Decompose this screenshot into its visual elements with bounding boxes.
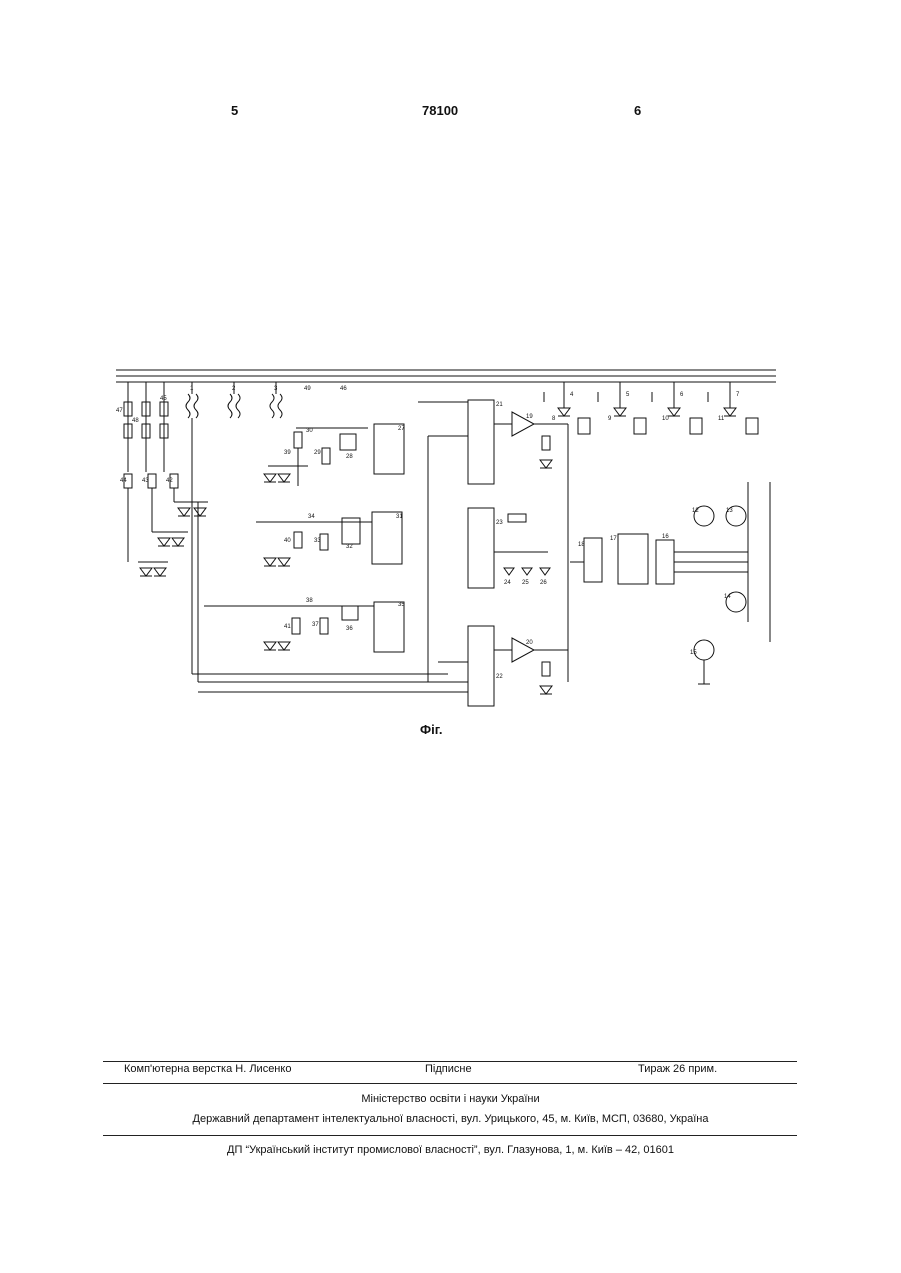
component-label-48: 48: [132, 418, 139, 424]
component-label-16: 16: [662, 534, 669, 540]
component-label-42: 42: [166, 478, 173, 484]
component-label-2: 2: [232, 386, 236, 392]
footer-department: Державний департамент інтелектуальної вл…: [0, 1113, 901, 1125]
comparators: [494, 412, 568, 694]
component-label-15: 15: [690, 650, 697, 656]
footer-publisher: ДП “Український інститут промислової вла…: [0, 1144, 901, 1156]
circuit-diagram: 1234567891011121314151617181920212223242…: [108, 362, 786, 754]
thyristors: [544, 382, 758, 434]
footer-rule-bottom: [103, 1135, 797, 1136]
patent-number: 78100: [422, 103, 458, 118]
component-label-17: 17: [610, 536, 617, 542]
channel-middle: [256, 512, 402, 566]
footer-ministry: Міністерство освіти і науки України: [0, 1093, 901, 1105]
footer-circulation: Тираж 26 прим.: [638, 1063, 717, 1075]
footer-rule-middle: [103, 1083, 797, 1084]
component-label-40: 40: [284, 538, 291, 544]
component-label-10: 10: [662, 416, 669, 422]
switch-matrix: [568, 424, 770, 682]
component-label-20: 20: [526, 640, 533, 646]
component-label-46: 46: [340, 386, 347, 392]
page-number-left: 5: [231, 103, 238, 118]
component-label-8: 8: [552, 416, 556, 422]
component-label-37: 37: [312, 622, 319, 628]
component-label-25: 25: [522, 580, 529, 586]
component-label-29: 29: [314, 450, 321, 456]
component-label-38: 38: [306, 598, 313, 604]
component-label-34: 34: [308, 514, 315, 520]
footer-rule-top: [103, 1061, 797, 1062]
component-label-44: 44: [120, 478, 127, 484]
bus-lines: [116, 370, 776, 382]
component-label-27: 27: [398, 426, 405, 432]
transistors: [694, 506, 746, 684]
component-label-18: 18: [578, 542, 585, 548]
component-label-39: 39: [284, 450, 291, 456]
footer-signed: Підписне: [425, 1063, 472, 1075]
component-label-4: 4: [570, 392, 574, 398]
component-label-12: 12: [692, 508, 699, 514]
component-label-35: 35: [398, 602, 405, 608]
component-label-41: 41: [284, 624, 291, 630]
component-label-33: 33: [314, 538, 321, 544]
component-label-3: 3: [274, 386, 278, 392]
component-label-31: 31: [396, 514, 403, 520]
component-label-23: 23: [496, 520, 503, 526]
component-label-7: 7: [736, 392, 740, 398]
component-label-45: 45: [160, 396, 167, 402]
component-label-43: 43: [142, 478, 149, 484]
component-label-11: 11: [718, 416, 725, 422]
component-label-49: 49: [304, 386, 311, 392]
component-label-30: 30: [306, 428, 313, 434]
component-label-19: 19: [526, 414, 533, 420]
component-label-6: 6: [680, 392, 684, 398]
component-label-36: 36: [346, 626, 353, 632]
component-label-47: 47: [116, 408, 123, 414]
component-label-32: 32: [346, 544, 353, 550]
figure-caption: Фіг.: [420, 722, 442, 737]
counters: [192, 400, 494, 706]
component-label-24: 24: [504, 580, 511, 586]
component-label-26: 26: [540, 580, 547, 586]
component-label-13: 13: [726, 508, 733, 514]
component-label-9: 9: [608, 416, 612, 422]
component-label-22: 22: [496, 674, 503, 680]
component-label-1: 1: [190, 386, 194, 392]
component-label-14: 14: [724, 594, 731, 600]
component-label-28: 28: [346, 454, 353, 460]
component-label-5: 5: [626, 392, 630, 398]
channel-lower: [204, 602, 404, 652]
page-number-right: 6: [634, 103, 641, 118]
footer-layout-credit: Комп'ютерна верстка Н. Лисенко: [124, 1063, 291, 1075]
component-label-21: 21: [496, 402, 503, 408]
